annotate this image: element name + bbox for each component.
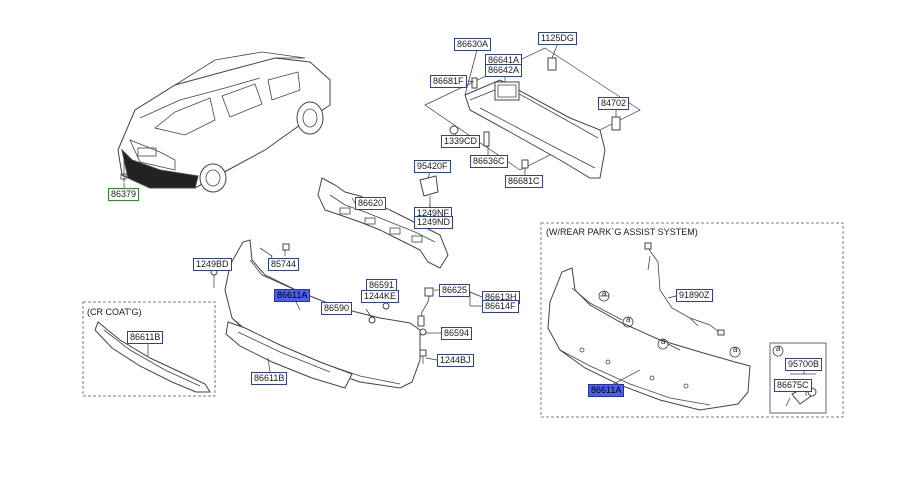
energy-absorber (317, 175, 449, 269)
part-label-86675C[interactable]: 86675C (774, 379, 812, 392)
part-label-84702[interactable]: 84702 (598, 97, 630, 110)
part-label-86590[interactable]: 86590 (321, 302, 353, 315)
part-label-86594[interactable]: 86594 (441, 327, 473, 340)
part-label-86614F[interactable]: 86614F (482, 300, 519, 313)
part-label-85744[interactable]: 85744 (268, 258, 300, 271)
cr-coat-box (82, 301, 216, 397)
rear-park-caption: (W/REAR PARK`G ASSIST SYSTEM) (546, 227, 698, 237)
back-beam-assembly (424, 47, 641, 179)
part-label-1339CD[interactable]: 1339CD (441, 135, 481, 148)
bumper-wiring (368, 287, 434, 364)
park-wiring (644, 242, 725, 336)
callout-a-inset: a (776, 344, 781, 353)
part-label-86681F[interactable]: 86681F (430, 75, 467, 88)
part-label-1249BD[interactable]: 1249BD (193, 258, 232, 271)
cr-coat-caption: (CR COAT'G) (87, 307, 142, 317)
part-label-86611B-cr[interactable]: 86611B (127, 331, 164, 344)
part-label-86642A[interactable]: 86642A (485, 64, 523, 77)
callout-a-1: a (602, 289, 607, 298)
part-label-86379[interactable]: 86379 (108, 188, 140, 201)
part-label-95420F[interactable]: 95420F (414, 160, 451, 173)
part-label-1244KE[interactable]: 1244KE (361, 290, 400, 303)
lower-lip (225, 321, 353, 389)
part-label-86620[interactable]: 86620 (355, 197, 387, 210)
callout-a-3: a (661, 337, 666, 346)
part-label-1244BJ[interactable]: 1244BJ (437, 354, 474, 367)
part-label-86625[interactable]: 86625 (439, 284, 471, 297)
park-bumper-cover (547, 267, 751, 411)
callout-a-2: a (626, 315, 631, 324)
part-label-1249ND[interactable]: 1249ND (414, 216, 454, 229)
part-label-91890Z[interactable]: 91890Z (676, 289, 713, 302)
part-label-86681C[interactable]: 86681C (505, 175, 543, 188)
sensor-inset-box (769, 342, 827, 414)
part-label-86611B-main[interactable]: 86611B (251, 372, 288, 385)
part-label-86611A-park[interactable]: 86611A (588, 384, 625, 397)
car-illustration (117, 51, 331, 193)
part-label-86630A[interactable]: 86630A (454, 38, 492, 51)
rear-park-box (540, 222, 844, 418)
callout-a-4: a (733, 345, 738, 354)
cr-lower-lip (94, 321, 211, 393)
part-label-86611A-main[interactable]: 86611A (274, 289, 311, 302)
part-label-95700B[interactable]: 95700B (785, 358, 823, 371)
part-label-1125DG[interactable]: 1125DG (538, 32, 577, 45)
part-label-86636C[interactable]: 86636C (470, 155, 508, 168)
